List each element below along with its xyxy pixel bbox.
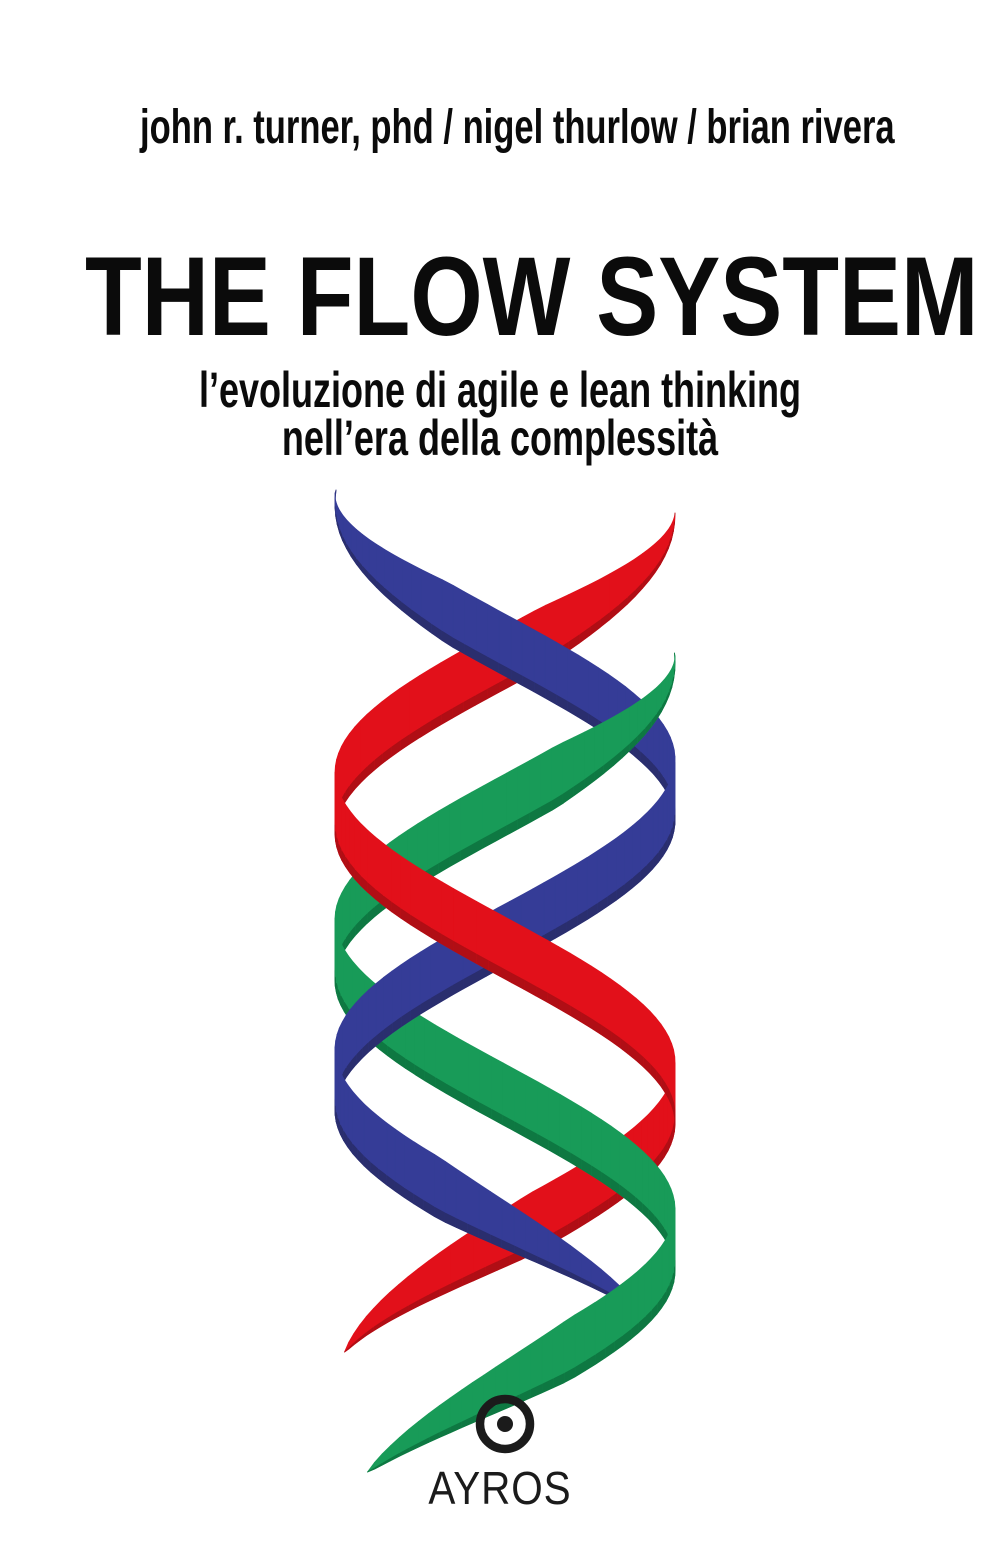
circle-dot-icon (475, 1394, 535, 1454)
subtitle-line-2: nell’era della complessità (281, 410, 719, 466)
publisher-name: AYROS (428, 1462, 572, 1514)
logo-outer-ring (475, 1394, 535, 1454)
book-title: THE FLOW SYSTEM (85, 234, 979, 359)
subtitle-line-1: l’evoluzione di agile e lean thinking (198, 362, 802, 418)
author-line: john r. turner, phd / nigel thurlow / br… (140, 101, 895, 154)
book-subtitle: l’evoluzione di agile e lean thinking ne… (140, 362, 860, 466)
logo-center-dot (497, 1416, 513, 1432)
